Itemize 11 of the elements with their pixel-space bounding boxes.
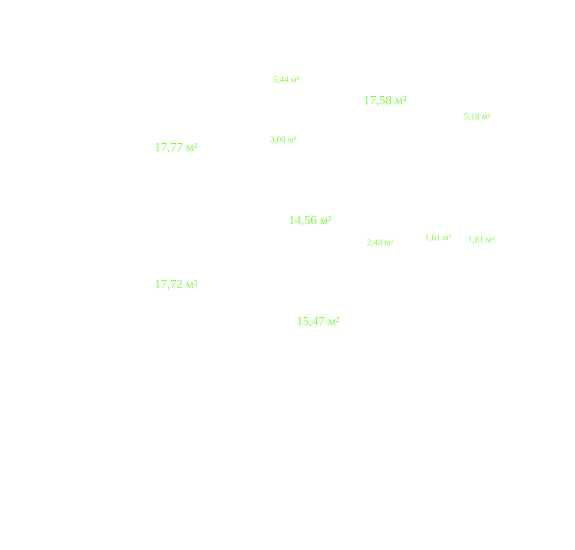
- area-label: 5,44 м²: [273, 76, 299, 84]
- area-label: 3,00 м²: [270, 136, 296, 144]
- area-label: 1,81 м²: [468, 236, 494, 244]
- area-label: 2,48 м²: [367, 239, 393, 247]
- area-label: 5,18 м²: [464, 113, 490, 121]
- area-label: 17,58 м²: [364, 96, 406, 106]
- area-label: 15,47 м²: [298, 316, 340, 328]
- area-label: 14,56 м²: [290, 216, 332, 226]
- area-label: 1,61 м²: [426, 234, 451, 242]
- area-label: 17,72 м²: [156, 280, 198, 290]
- area-label: 17,77 м²: [156, 142, 198, 154]
